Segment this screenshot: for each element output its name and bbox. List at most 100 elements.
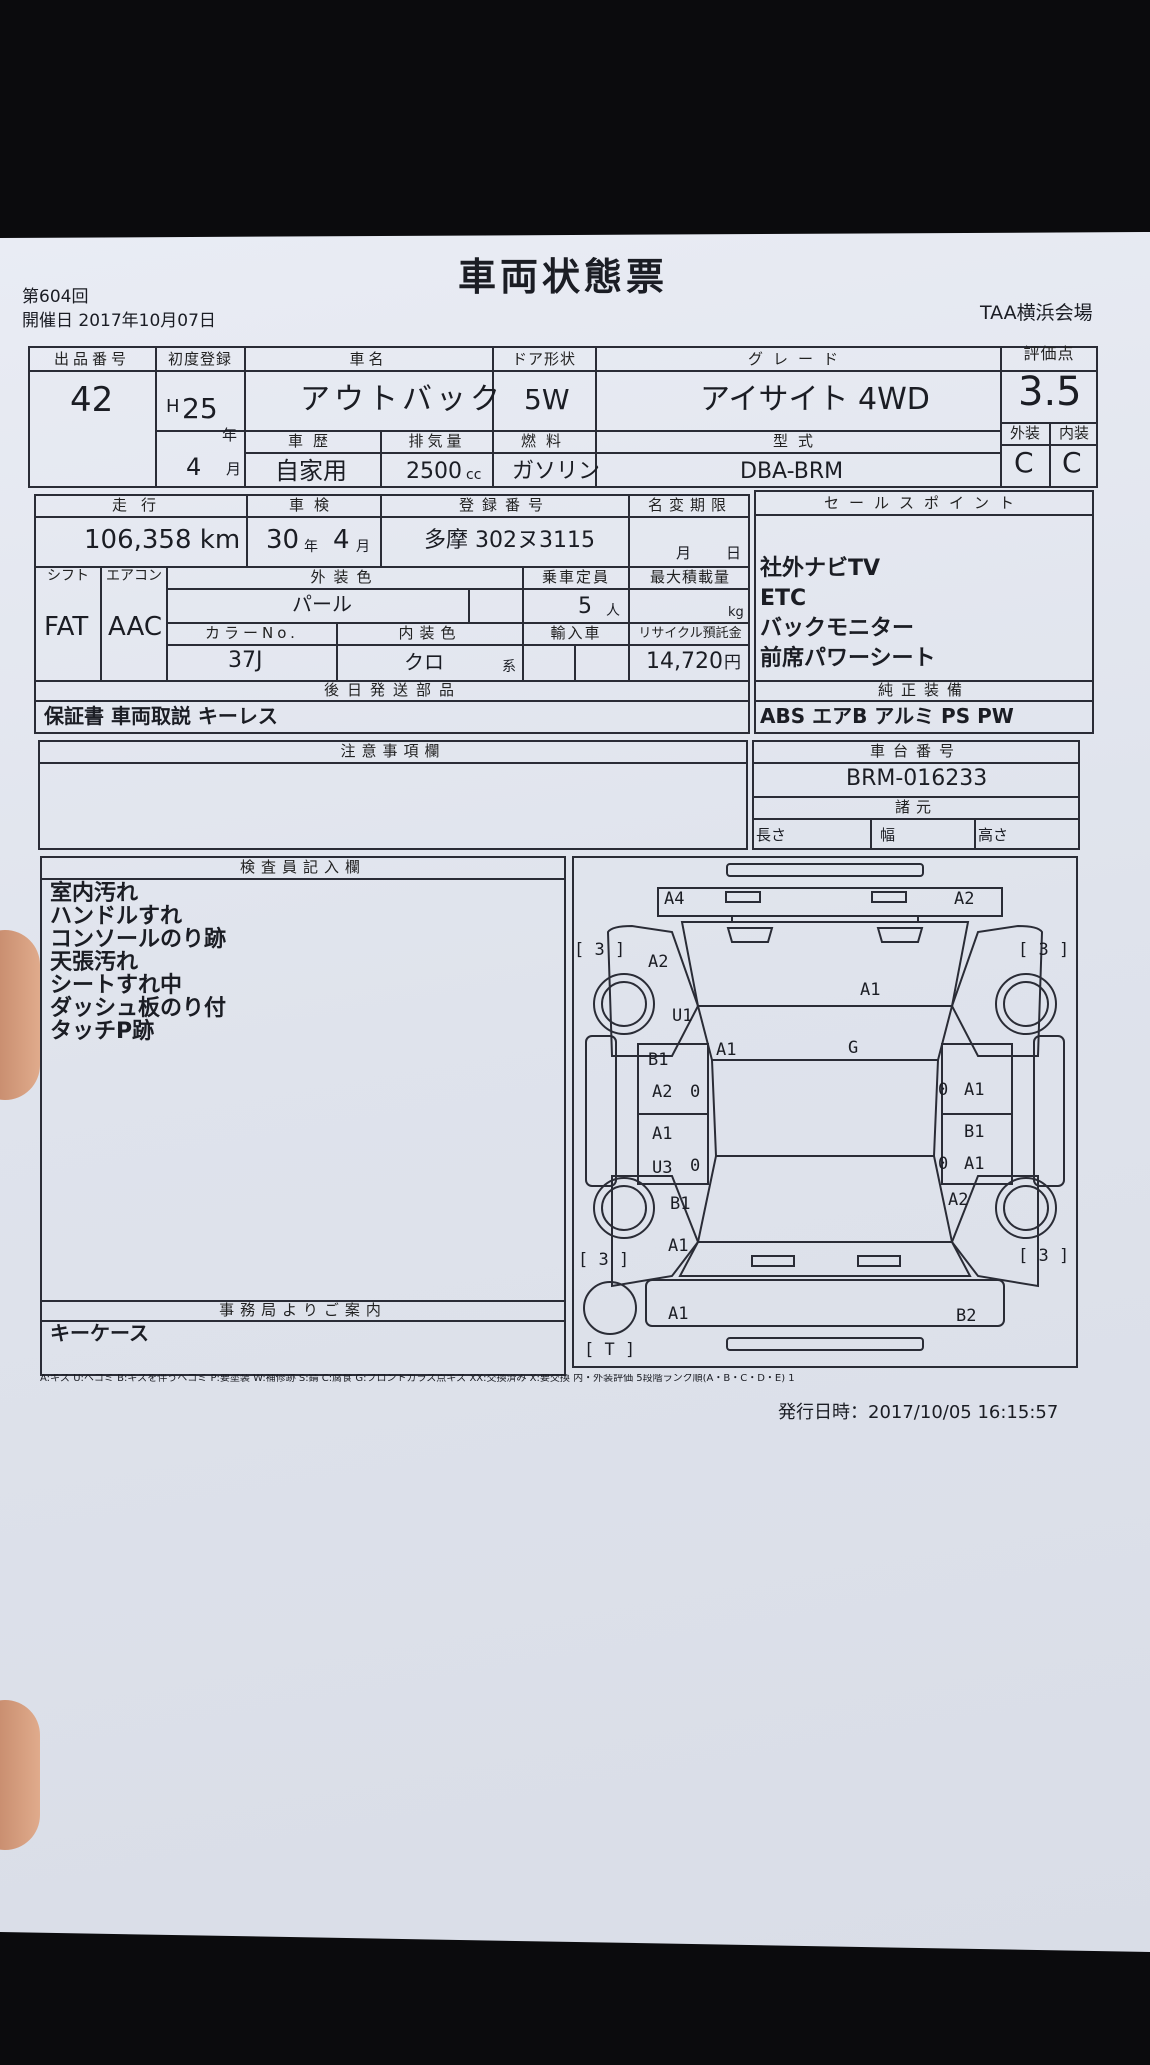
grade: アイサイト 4WD — [700, 382, 930, 417]
mileage-label: 走行 — [111, 496, 170, 514]
inspection-month-unit: 月 — [356, 539, 370, 555]
condition-sheet — [0, 232, 1150, 1952]
damage-mark: B2 — [956, 1306, 977, 1326]
height-label: 高さ — [978, 826, 1009, 844]
damage-mark: B1 — [670, 1194, 691, 1214]
damage-mark: [ 3 ] — [1018, 940, 1070, 960]
caution-frame — [38, 740, 748, 850]
transfer-day: 日 — [726, 544, 742, 562]
first-registration-label: 初度登録 — [167, 350, 232, 368]
lot-number: 42 — [70, 380, 114, 420]
shift-label: シフト — [47, 568, 89, 584]
thumb — [0, 930, 40, 1100]
fuel-label: 燃料 — [520, 432, 571, 450]
door-type: 5W — [524, 383, 570, 416]
damage-mark: [ T ] — [584, 1340, 636, 1360]
damage-mark: U1 — [672, 1006, 693, 1026]
damage-mark: G — [848, 1038, 859, 1058]
sales-point-item: ETC — [760, 586, 807, 611]
standard-equipment-label: 純正装備 — [877, 681, 970, 699]
door-type-label: ドア形状 — [511, 350, 576, 368]
damage-mark: A1 — [964, 1080, 985, 1100]
chassis-number-label: 車台番号 — [869, 742, 962, 760]
damage-mark: [ 3 ] — [578, 1250, 630, 1270]
grade-label: グレード — [747, 350, 848, 368]
thumb — [0, 1700, 40, 1850]
plate-number: 多摩 302ヌ3115 — [424, 528, 595, 553]
inspector-notes-label: 検査員記入欄 — [239, 858, 366, 876]
ac-label: エアコン — [106, 568, 162, 584]
recycle-fee-label: リサイクル預託金 — [638, 626, 742, 641]
damage-mark: A1 — [652, 1124, 673, 1144]
interior-color: クロ — [404, 650, 444, 674]
lot-label: 出品番号 — [53, 350, 130, 368]
damage-mark: 0 — [938, 1154, 949, 1174]
damage-mark: A1 — [668, 1304, 689, 1324]
car-name: アウトバック — [300, 382, 504, 417]
sales-point-label: セールスポイント — [823, 494, 1024, 512]
color-number-label: カラーNo. — [205, 624, 299, 642]
history-label: 車歴 — [287, 432, 338, 450]
interior-grade: C — [1062, 446, 1082, 479]
details-frame — [34, 494, 750, 734]
damage-mark: A1 — [860, 980, 881, 1000]
recycle-fee: 14,720 — [646, 649, 723, 674]
plate-label: 登録番号 — [458, 496, 551, 514]
recycle-fee-unit: 円 — [724, 653, 741, 673]
chassis-frame — [752, 740, 1080, 850]
exterior-grade: C — [1014, 446, 1034, 479]
length-label: 長さ — [756, 826, 787, 844]
damage-mark: 0 — [690, 1156, 701, 1176]
transfer-deadline-label: 名変期限 — [647, 496, 732, 514]
import-label: 輸入車 — [550, 624, 602, 642]
inspection-year: 30 — [266, 525, 300, 555]
model-label: 型式 — [772, 432, 823, 450]
era: H — [166, 396, 180, 417]
inspector-note: コンソールのり跡 — [50, 927, 227, 952]
interior-color-label: 内装色 — [398, 624, 462, 642]
specs-label: 諸元 — [894, 798, 937, 816]
standard-equipment: ABS エアB アルミ PS PW — [760, 704, 1014, 728]
ac: AAC — [108, 612, 162, 642]
later-parts-label: 後日発送部品 — [323, 681, 462, 699]
sales-point-frame — [754, 490, 1094, 734]
damage-mark: 0 — [690, 1082, 701, 1102]
mileage: 106,358 km — [84, 525, 241, 555]
damage-mark: U3 — [652, 1158, 673, 1178]
model-code: DBA-BRM — [740, 459, 844, 484]
first-reg-month: 4 — [186, 453, 202, 481]
office-notice-label: 事務局よりご案内 — [219, 1301, 387, 1319]
damage-mark: A1 — [964, 1154, 985, 1174]
inspector-note: 室内汚れ — [50, 881, 139, 906]
inspection-month: 4 — [333, 525, 350, 555]
score-label: 評価点 — [1023, 344, 1075, 363]
first-reg-year: 25 — [182, 392, 218, 425]
session-number: 第604回 — [22, 287, 89, 307]
exterior-color: パール — [292, 592, 352, 616]
inspector-note: ハンドルすれ — [50, 904, 183, 929]
inspector-note: 天張汚れ — [50, 950, 139, 975]
damage-mark: A1 — [668, 1236, 689, 1256]
damage-mark: [ 3 ] — [574, 940, 626, 960]
interior-color-unit: 系 — [502, 659, 516, 675]
issue-timestamp: 発行日時：2017/10/05 16:15:57 — [778, 1402, 1059, 1423]
damage-mark: [ 3 ] — [1018, 1246, 1070, 1266]
capacity-unit: 人 — [606, 603, 620, 619]
damage-legend: A:キズ U:ヘコミ B:キズを伴うヘコミ P:要塗装 W:補修跡 S:錆 C:… — [40, 1374, 795, 1384]
exterior-color-label: 外装色 — [310, 568, 380, 586]
damage-mark: B1 — [964, 1122, 985, 1142]
page-title: 車両状態票 — [458, 255, 669, 299]
damage-mark: A2 — [948, 1190, 969, 1210]
inspector-notes-frame — [40, 856, 566, 1376]
exterior-label: 外装 — [1009, 424, 1040, 442]
interior-label: 内装 — [1058, 424, 1089, 442]
damage-diagram-frame — [572, 856, 1078, 1368]
damage-mark: A2 — [648, 952, 669, 972]
car-name-label: 車名 — [349, 350, 388, 368]
displacement: 2500 — [406, 459, 462, 484]
sales-point-item: バックモニター — [760, 616, 915, 641]
displacement-label: 排気量 — [408, 432, 466, 450]
office-notice: キーケース — [50, 1321, 149, 1345]
transfer-month: 月 — [676, 544, 692, 562]
chassis-number: BRM-016233 — [846, 766, 988, 791]
